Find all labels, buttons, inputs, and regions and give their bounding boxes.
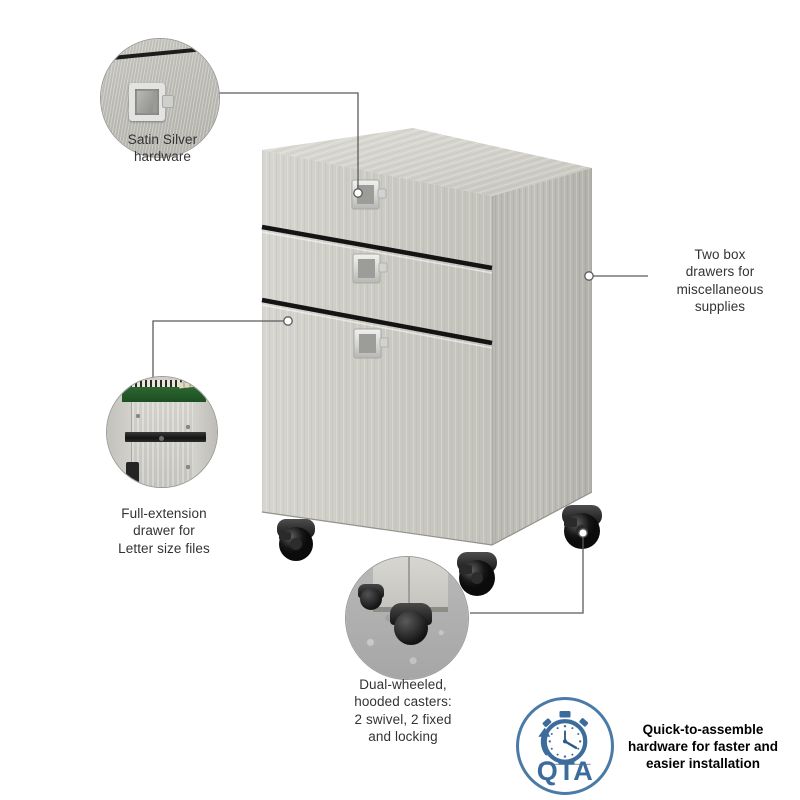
caster-back-right <box>562 505 602 549</box>
cabinet-side-panel <box>491 168 592 545</box>
drawer-handle-2[interactable] <box>352 253 388 284</box>
inset-hardware-handle <box>129 83 174 121</box>
inset-hanging-files <box>122 380 206 402</box>
qta-description-text: Quick-to-assemble hardware for faster an… <box>628 721 779 771</box>
inset-drawer-slide-rail <box>124 432 206 442</box>
inset-photo-full-extension-drawer <box>106 376 218 488</box>
qta-badge-circle: QTA <box>516 697 614 795</box>
inset-caster-far <box>358 583 385 610</box>
callout-label-full-extension-drawer: Full-extension drawer for Letter size fi… <box>118 506 210 556</box>
callout-label-satin-silver-hardware: Satin Silver hardware <box>127 132 198 165</box>
callout-label-two-box-drawers: Two box drawers for miscellaneous suppli… <box>676 247 764 314</box>
inset-caster-main <box>389 603 432 646</box>
qta-acronym: QTA <box>536 756 594 786</box>
caster-front-left <box>277 519 315 561</box>
inset-photo-dual-wheeled-casters <box>345 556 469 680</box>
inset-drawer-bracket <box>125 461 139 484</box>
stopwatch-icon <box>538 711 591 766</box>
callout-label-dual-wheeled-casters: Dual-wheeled, hooded casters: 2 swivel, … <box>354 677 452 744</box>
qta-badge-group: QTA Quick-to-assemble hardware for faste… <box>516 697 778 795</box>
drawer-handle-1[interactable] <box>351 179 387 210</box>
drawer-handle-3[interactable] <box>353 328 389 359</box>
inset-photo-satin-silver-hardware <box>100 38 220 158</box>
drawer-gaps <box>261 224 493 349</box>
